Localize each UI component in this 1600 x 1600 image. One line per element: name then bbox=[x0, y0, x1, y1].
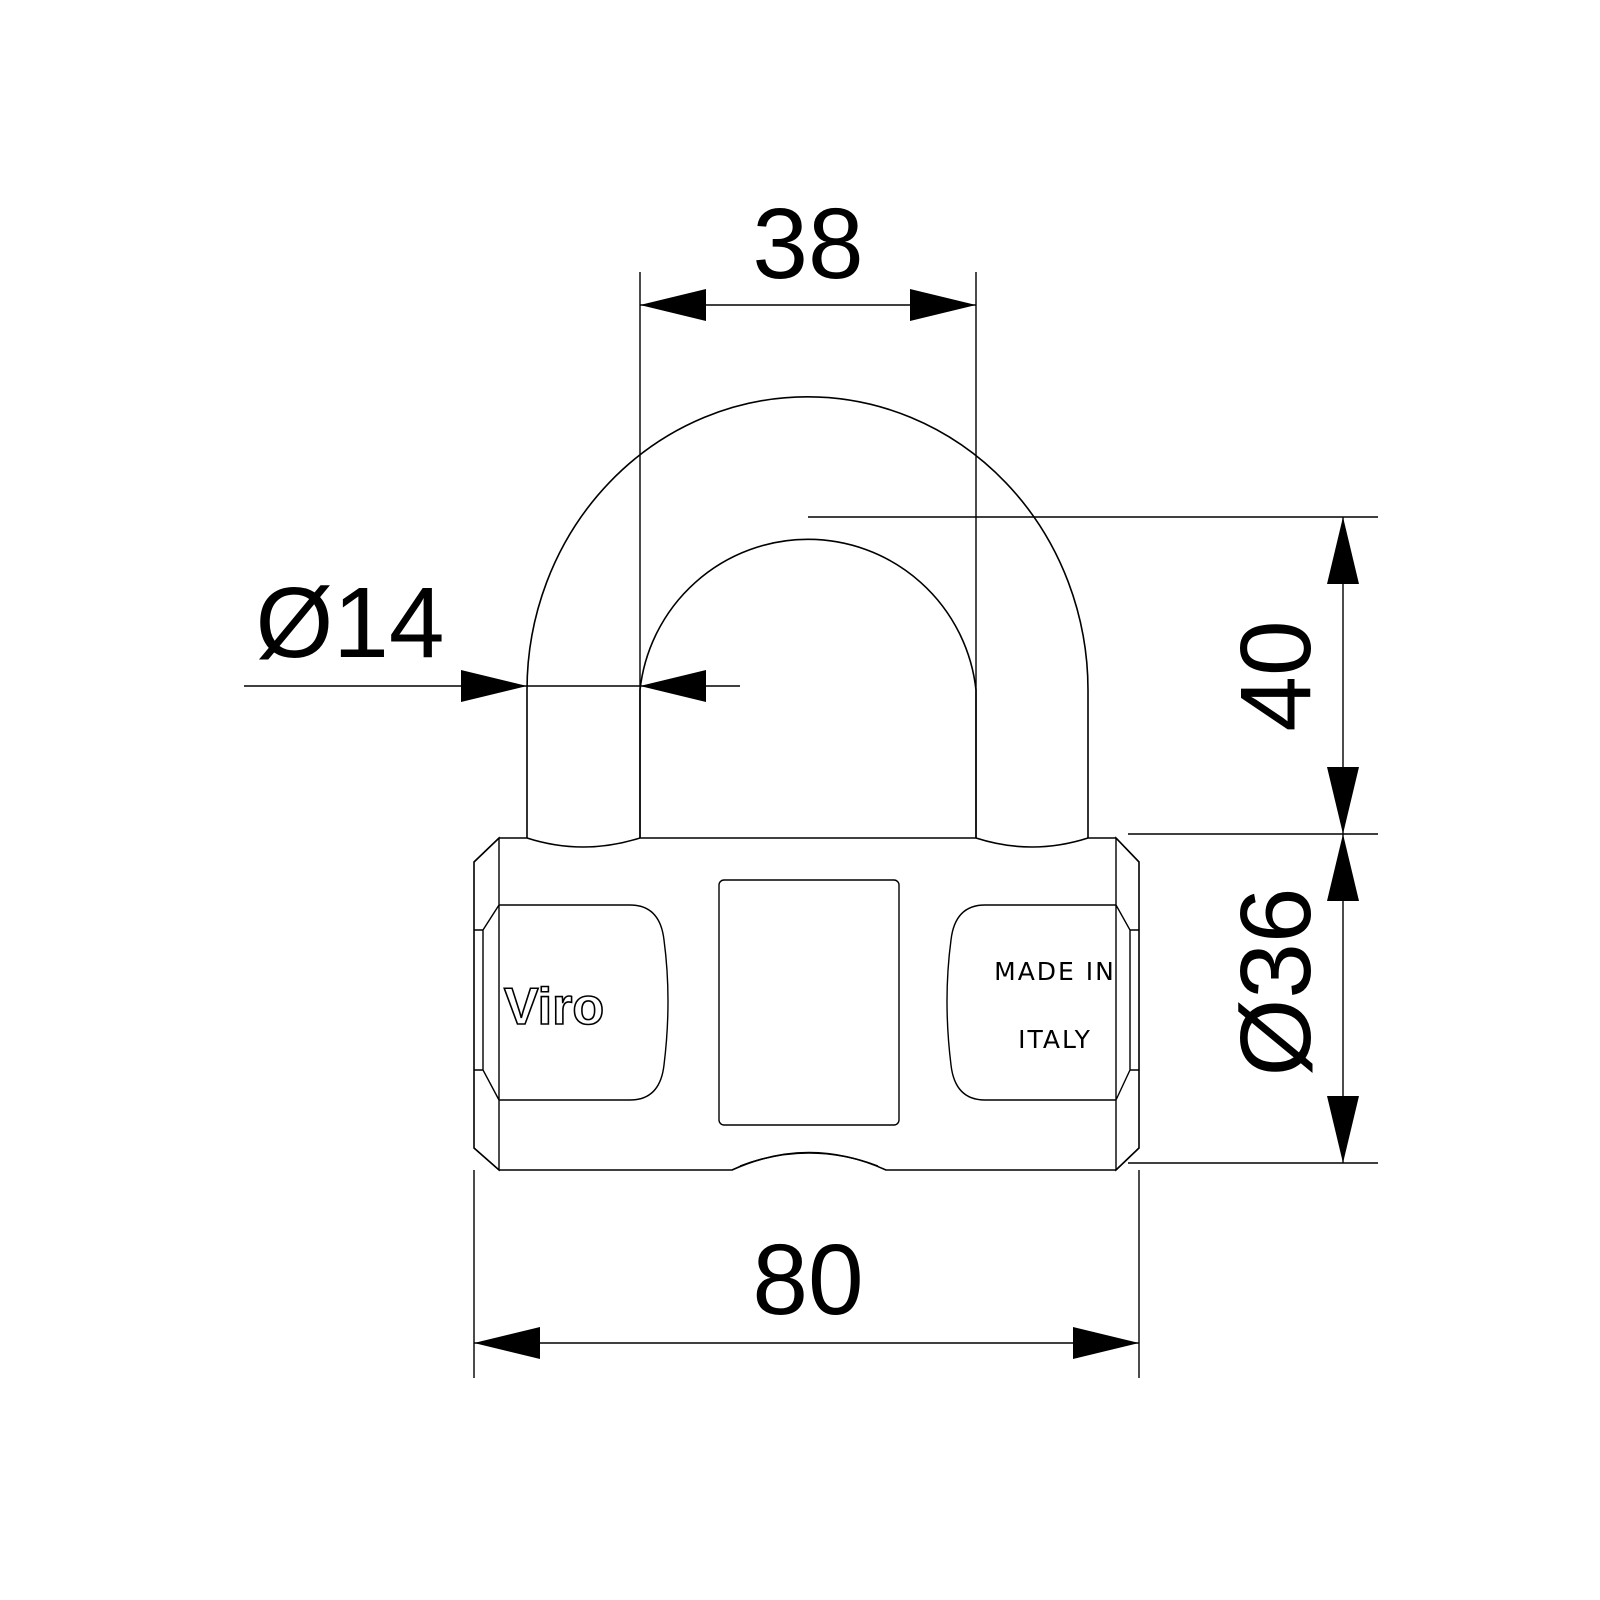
arrowhead bbox=[1073, 1327, 1139, 1359]
body-right-chamfer bbox=[1115, 836, 1140, 1172]
origin-text-line2: ITALY bbox=[1018, 1025, 1092, 1054]
dimension-body-diameter: Ø36 bbox=[1128, 834, 1378, 1164]
dimension-body-width: 80 bbox=[473, 1170, 1140, 1378]
dimension-label: 38 bbox=[752, 188, 863, 300]
shackle-outer-outline bbox=[526, 395, 1089, 838]
arrowhead bbox=[1327, 834, 1359, 901]
dimension-shackle-diameter: Ø14 bbox=[244, 567, 740, 702]
dimension-label: Ø36 bbox=[1220, 887, 1332, 1076]
body-bottom-notch bbox=[739, 1152, 879, 1167]
origin-text-line1: MADE IN bbox=[994, 957, 1116, 986]
dimension-label: Ø14 bbox=[255, 567, 444, 679]
shackle-inner-outline bbox=[639, 538, 977, 838]
arrowhead bbox=[910, 289, 976, 321]
arrowhead bbox=[474, 1327, 540, 1359]
dimension-label: 40 bbox=[1220, 620, 1332, 731]
arrowhead bbox=[640, 289, 706, 321]
arrowhead bbox=[461, 670, 527, 702]
right-label-panel bbox=[946, 904, 1116, 1101]
lock-body: Viro MADE IN ITALY bbox=[473, 836, 1140, 1172]
keyway-window bbox=[718, 879, 900, 1126]
brand-logo: Viro bbox=[504, 978, 604, 1036]
arrowhead bbox=[640, 670, 706, 702]
arrowhead bbox=[1327, 517, 1359, 584]
dimension-shackle-clearance: 40 bbox=[808, 516, 1378, 835]
arrowhead bbox=[1327, 767, 1359, 834]
shackle bbox=[526, 395, 1089, 838]
left-label-panel bbox=[499, 904, 669, 1101]
body-left-chamfer bbox=[473, 836, 500, 1172]
arrowhead bbox=[1327, 1096, 1359, 1163]
dimension-shackle-spacing: 38 bbox=[639, 188, 977, 838]
dimension-label: 80 bbox=[752, 1224, 863, 1336]
